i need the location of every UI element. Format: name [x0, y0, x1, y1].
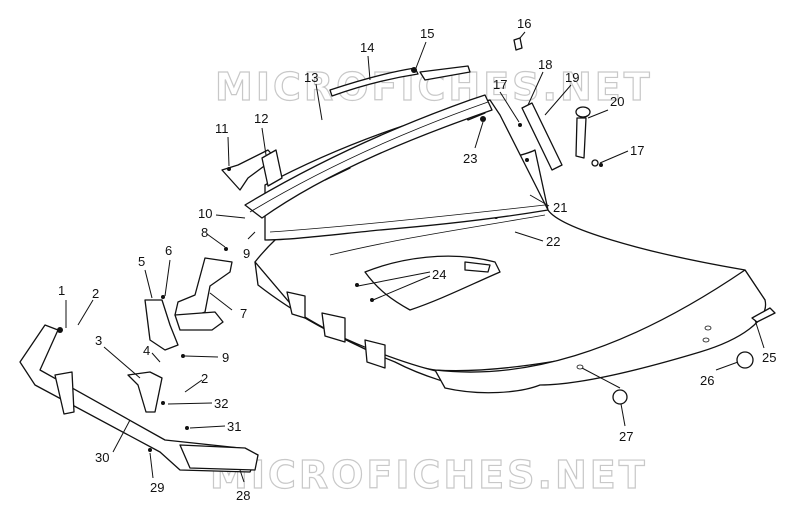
callout-17-left: 17: [493, 77, 507, 92]
callout-15: 15: [420, 26, 434, 41]
leader-lines: [65, 31, 765, 483]
callout-20: 20: [610, 94, 624, 109]
callout-28: 28: [236, 488, 250, 503]
callout-labels: 1 2 3 4 5 6 7 8 9 9 10 11 12 13 14 15 16…: [58, 16, 776, 503]
callout-2: 2: [92, 286, 99, 301]
callout-11: 11: [215, 121, 229, 136]
callout-24: 24: [432, 267, 446, 282]
callout-8: 8: [201, 225, 208, 240]
callout-22: 22: [546, 234, 560, 249]
callout-9-lower: 9: [222, 350, 229, 365]
callout-27: 27: [619, 429, 633, 444]
callout-6: 6: [165, 243, 172, 258]
callout-3: 3: [95, 333, 102, 348]
callout-32: 32: [214, 396, 228, 411]
callout-21: 21: [553, 200, 567, 215]
callout-23: 23: [463, 151, 477, 166]
callout-1: 1: [58, 283, 65, 298]
callout-2-lower: 2: [201, 371, 208, 386]
callout-16: 16: [517, 16, 531, 31]
callout-12: 12: [254, 111, 268, 126]
callout-19: 19: [565, 70, 579, 85]
trim-strip: [329, 65, 471, 97]
callout-5: 5: [138, 254, 145, 269]
watermark-bottom: MICROFICHES.NET: [210, 453, 648, 497]
cross-frame: [19, 324, 259, 473]
callout-26: 26: [700, 373, 714, 388]
loose-parts: [599, 163, 776, 405]
callout-31: 31: [227, 419, 241, 434]
callout-10: 10: [198, 206, 212, 221]
callout-17-right: 17: [630, 143, 644, 158]
top-rail: [244, 94, 493, 219]
callout-4: 4: [143, 343, 150, 358]
left-bracket: [221, 149, 283, 191]
callout-13: 13: [304, 70, 318, 85]
callout-9-upper: 9: [243, 246, 250, 261]
callout-25: 25: [762, 350, 776, 365]
callout-29: 29: [150, 480, 164, 495]
callout-14: 14: [360, 40, 374, 55]
mount-bracket: [144, 247, 233, 358]
callout-30: 30: [95, 450, 109, 465]
callout-7: 7: [240, 306, 247, 321]
callout-18: 18: [538, 57, 552, 72]
